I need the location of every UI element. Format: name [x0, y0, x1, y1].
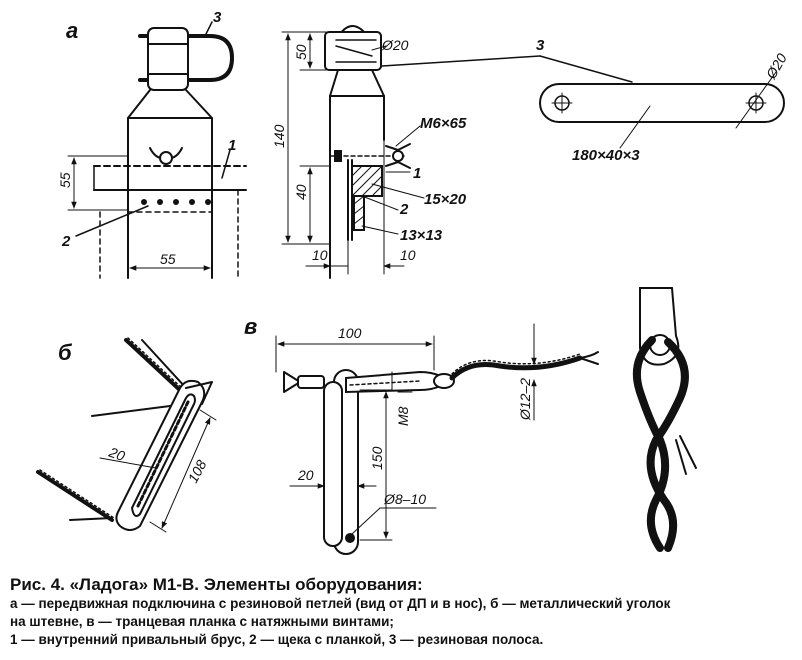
dim-150: 150	[369, 446, 385, 470]
dim-rope-dia: Ø12–2	[517, 378, 533, 421]
callout-2-front: 2	[61, 233, 71, 250]
callout-3-strip: 3	[536, 37, 545, 54]
rope-lower	[36, 470, 114, 522]
caption-title: Рис. 4. «Ладога» М1-В. Элементы оборудов…	[10, 575, 423, 594]
rope-loop-detail	[633, 287, 697, 552]
caption-line-3: 1 — внутренний привальный брус, 2 — щека…	[10, 632, 544, 647]
panel-a-side-view: Ø20 М6×65 1 2 15×20 13×13 50	[271, 25, 467, 279]
dim-8-10: Ø8–10	[383, 491, 426, 507]
holes-row	[141, 199, 211, 205]
caption-line-1: а — передвижная подключина с резиновой п…	[10, 596, 671, 611]
dim-140: 140	[271, 124, 287, 148]
tension-wing-nut	[283, 371, 301, 393]
dim-10-right: 10	[400, 247, 416, 263]
dim-55-width: 55	[160, 251, 176, 267]
technical-drawing: а 3 1 2	[36, 9, 790, 555]
dim-180x40x3: 180×40×3	[572, 147, 640, 164]
dim-50: 50	[293, 44, 309, 60]
panel-label-b: б	[58, 340, 73, 365]
callout-1-front: 1	[228, 137, 236, 154]
tension-rope	[449, 355, 583, 381]
dim-40: 40	[293, 184, 309, 200]
rubber-loop-shackle	[138, 34, 234, 82]
dim-108: 108	[185, 457, 210, 485]
panel-a-front-view: а 3 1 2	[57, 9, 247, 279]
panel-label-a: а	[66, 18, 78, 43]
callout-1-side: 1	[413, 165, 421, 182]
rubber-strip	[539, 83, 785, 123]
figure-caption: Рис. 4. «Ладога» М1-В. Элементы оборудов…	[10, 574, 795, 649]
dim-15x20: 15×20	[424, 191, 467, 208]
shackle-body	[147, 27, 189, 91]
dim-20-b: 20	[106, 443, 127, 464]
caption-line-2: на штевне, в — транцевая планка с натяжн…	[10, 614, 394, 629]
tension-screw	[345, 370, 450, 394]
dim-m8: М8	[395, 406, 411, 426]
corner-bracket	[115, 379, 206, 531]
dim-13x13: 13×13	[400, 227, 443, 244]
dim-10-left: 10	[312, 247, 328, 263]
callout-3-front: 3	[213, 9, 222, 26]
panel-v-transom-plate: в 100 Ø12–2 М8 150 2	[244, 314, 599, 555]
panel-label-v: в	[244, 314, 257, 339]
rubber-strip-view: 3 Ø20 180×40×3	[381, 37, 790, 164]
panel-b-corner: б 20 108	[36, 337, 217, 533]
dim-100: 100	[338, 325, 362, 341]
dim-20-v: 20	[297, 467, 314, 483]
dim-phi20-side: Ø20	[381, 37, 409, 53]
dim-m6x65: М6×65	[420, 115, 467, 132]
dim-55-height: 55	[57, 172, 73, 188]
dim-phi20-strip: Ø20	[762, 50, 790, 82]
callout-2-side: 2	[399, 201, 409, 218]
rope-upper	[124, 338, 184, 394]
